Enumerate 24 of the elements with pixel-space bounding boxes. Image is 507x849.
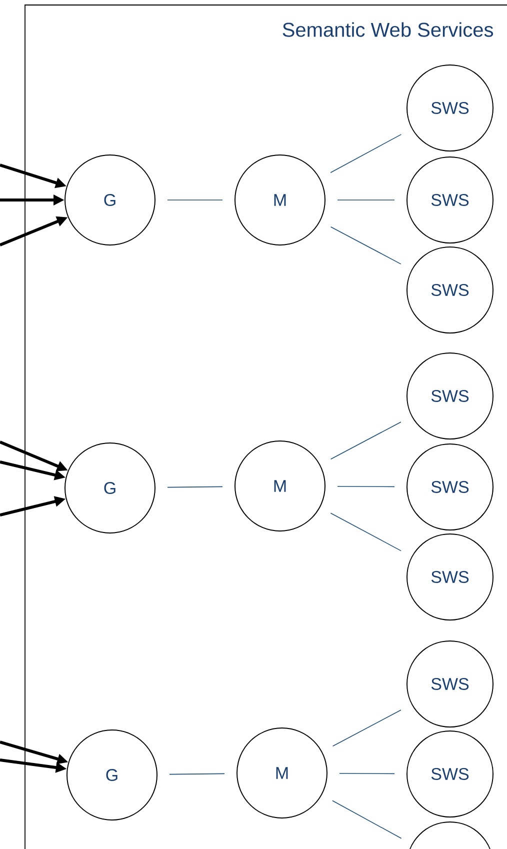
connector-line (169, 773, 225, 775)
circle-node: G (66, 730, 158, 820)
circle-node: SWS (406, 534, 494, 620)
circle-node: SWS (406, 352, 494, 440)
circle-node: M (234, 440, 326, 532)
circle-node: M (234, 154, 326, 246)
connector-line (332, 710, 402, 746)
connector-line (339, 772, 395, 774)
circle-node: SWS (406, 640, 494, 728)
circle-node: M (236, 728, 328, 818)
connector-line (330, 422, 402, 460)
circle-node: SWS (406, 64, 494, 152)
connector-line (330, 226, 402, 264)
circle-node: SWS (406, 156, 494, 244)
connector-line (330, 134, 402, 174)
connector-line (167, 486, 223, 488)
circle-node: G (64, 442, 156, 534)
circle-node: G (64, 154, 156, 246)
circle-node: SWS (406, 444, 494, 530)
circle-node: SWS (406, 246, 494, 334)
connector-line (330, 512, 402, 552)
circle-node: SWS (406, 730, 494, 818)
connector-line (332, 800, 402, 839)
connector-line (337, 486, 395, 488)
